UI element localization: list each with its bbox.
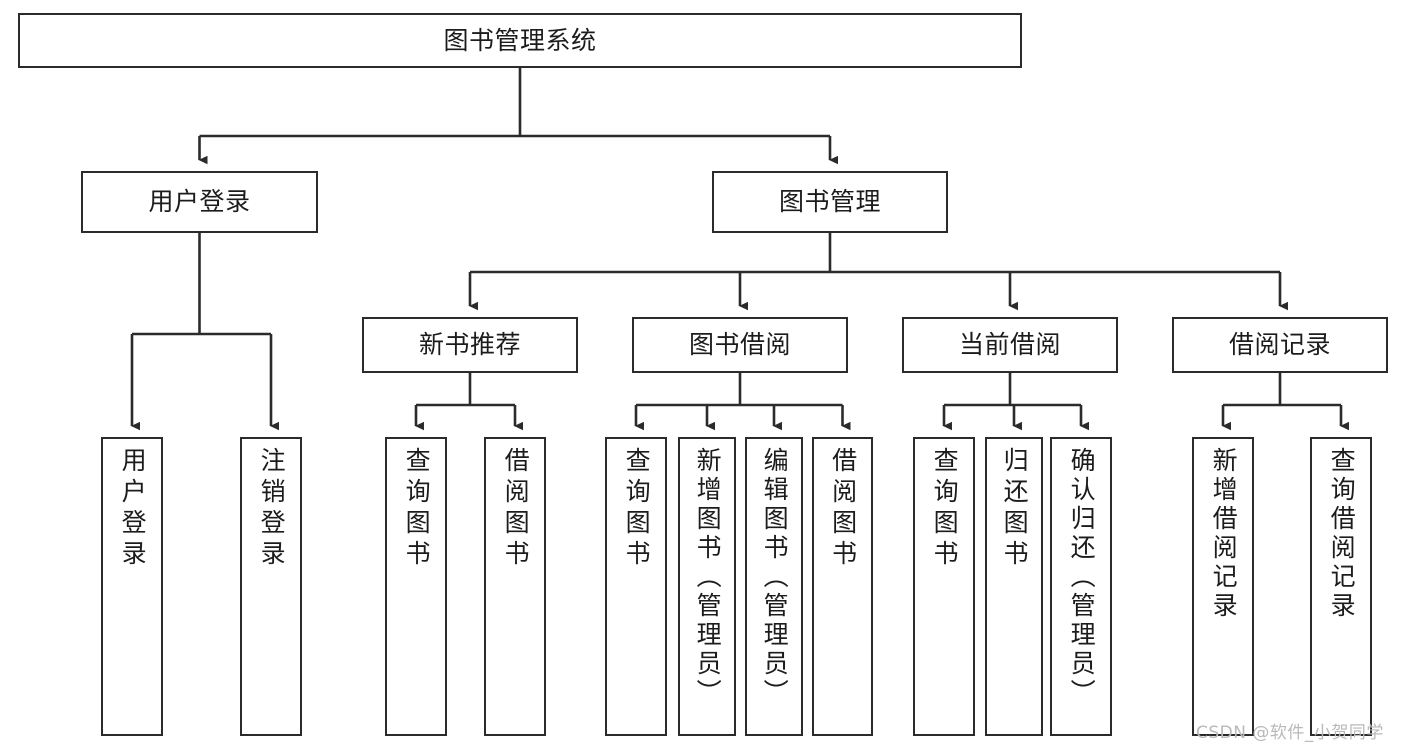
node-label: 确认归还（管理员） <box>1067 447 1097 708</box>
csdn-watermark: CSDN @软件_小贺同学 <box>1196 723 1384 743</box>
leaf-query-book-current[interactable]: 查询图书 <box>913 437 975 736</box>
node-label: 图书借阅 <box>688 330 791 360</box>
node-new-book-recommendation[interactable]: 新书推荐 <box>362 317 578 373</box>
node-label: 新增图书（管理员） <box>693 447 723 708</box>
leaf-add-borrowing-record[interactable]: 新增借阅记录 <box>1192 437 1254 736</box>
node-label: 借阅记录 <box>1228 330 1331 360</box>
node-label: 用户登录 <box>148 187 251 217</box>
leaf-user-login[interactable]: 用户登录 <box>101 437 163 736</box>
node-label: 当前借阅 <box>958 330 1061 360</box>
node-label: 借阅图书 <box>501 447 531 571</box>
leaf-add-book-admin[interactable]: 新增图书（管理员） <box>678 437 736 736</box>
node-label: 编辑图书（管理员） <box>760 447 790 708</box>
leaf-logout[interactable]: 注销登录 <box>240 437 302 736</box>
leaf-query-borrowing-record[interactable]: 查询借阅记录 <box>1310 437 1372 736</box>
node-current-borrowing[interactable]: 当前借阅 <box>902 317 1118 373</box>
node-label: 查询借阅记录 <box>1327 447 1357 621</box>
leaf-borrow-book-recommendation[interactable]: 借阅图书 <box>484 437 546 736</box>
node-label: 查询图书 <box>402 447 432 571</box>
leaf-query-book-recommendation[interactable]: 查询图书 <box>385 437 447 736</box>
leaf-query-book-borrowing[interactable]: 查询图书 <box>605 437 667 736</box>
node-label: 归还图书 <box>1000 447 1030 571</box>
node-label: 新书推荐 <box>418 330 521 360</box>
node-label: 查询图书 <box>930 447 960 571</box>
node-label: 查询图书 <box>622 447 652 571</box>
leaf-borrow-book-borrowing[interactable]: 借阅图书 <box>812 437 873 736</box>
node-label: 图书管理 <box>778 187 881 217</box>
node-user-login[interactable]: 用户登录 <box>81 171 318 233</box>
leaf-edit-book-admin[interactable]: 编辑图书（管理员） <box>745 437 803 736</box>
node-book-borrowing[interactable]: 图书借阅 <box>632 317 848 373</box>
leaf-confirm-return-admin[interactable]: 确认归还（管理员） <box>1050 437 1112 736</box>
node-label: 注销登录 <box>257 447 287 571</box>
node-label: 新增借阅记录 <box>1209 447 1239 621</box>
node-label: 图书管理系统 <box>443 25 597 55</box>
node-label: 借阅图书 <box>828 447 858 571</box>
leaf-return-book[interactable]: 归还图书 <box>985 437 1043 736</box>
node-root-book-management-system[interactable]: 图书管理系统 <box>18 13 1022 68</box>
node-label: 用户登录 <box>118 447 148 571</box>
node-book-management[interactable]: 图书管理 <box>712 171 948 233</box>
node-borrowing-record[interactable]: 借阅记录 <box>1172 317 1388 373</box>
